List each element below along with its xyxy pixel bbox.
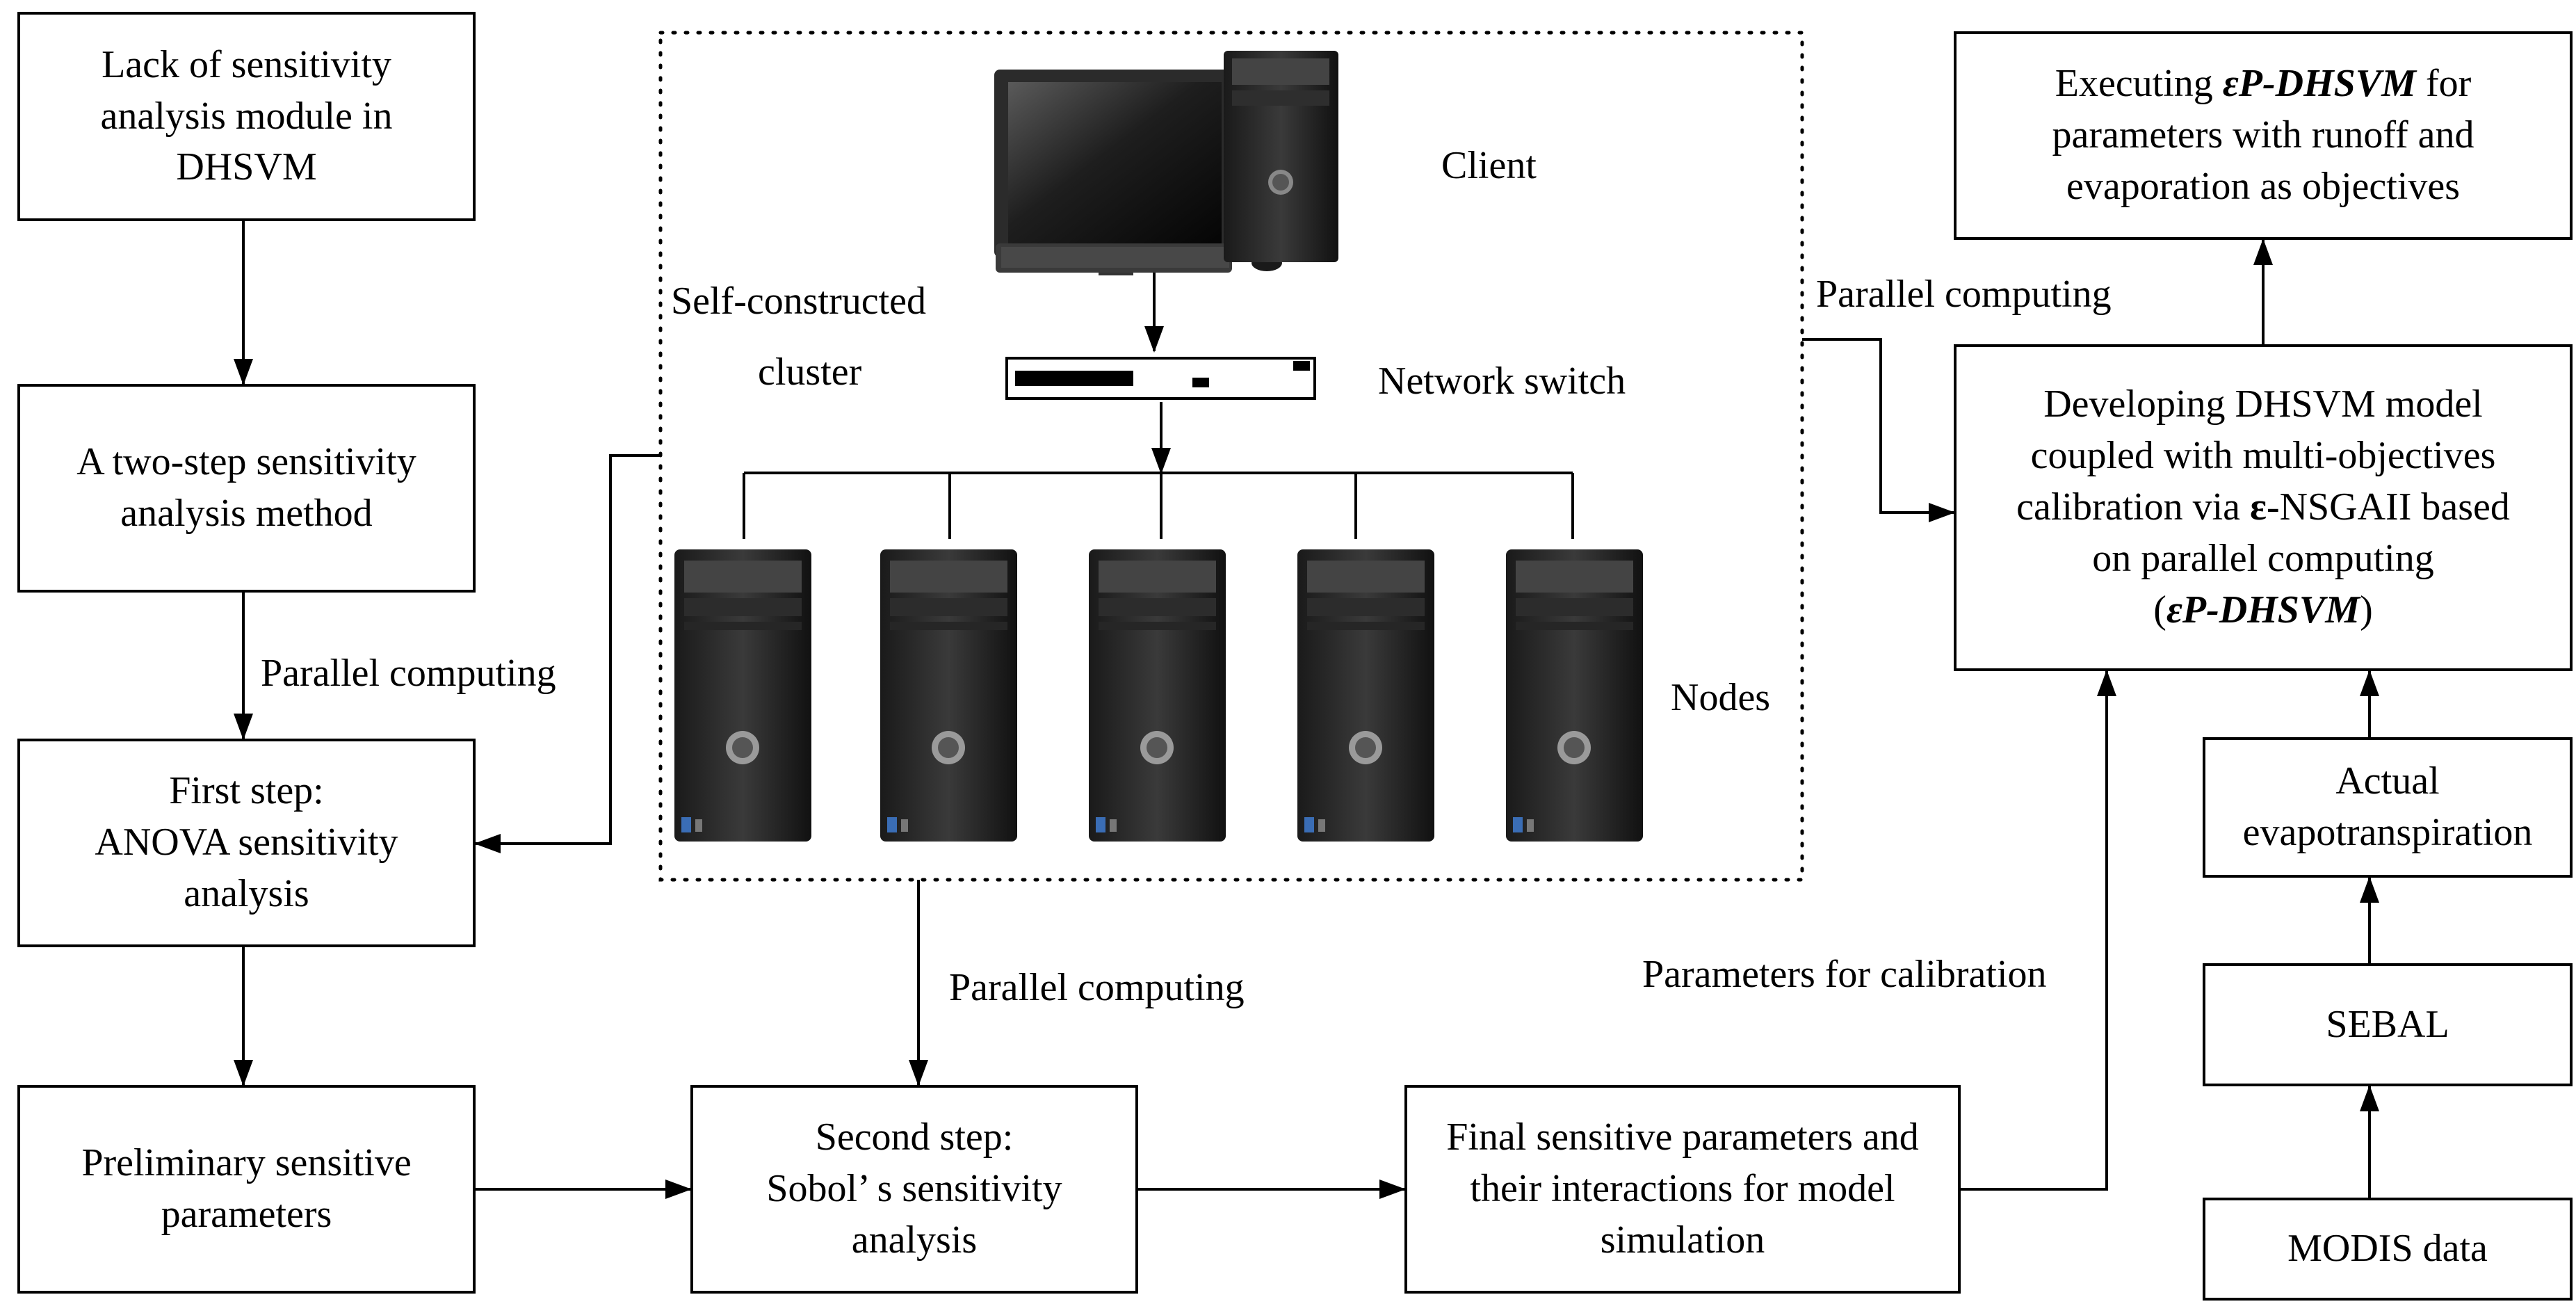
nodes-label: Nodes (1671, 676, 1771, 719)
executing-line-3: evaporation as objectives (2066, 164, 2460, 208)
preliminary-parameters-box: Preliminary sensitive parameters (17, 1085, 476, 1294)
parallel-computing-left-label: Parallel computing (261, 652, 556, 695)
developing-line-5: (εP-DHSVM) (2153, 588, 2373, 631)
executing-line-1: Executing εP-DHSVM for (2055, 62, 2472, 106)
parallel-computing-right-label: Parallel computing (1816, 273, 2112, 316)
two-step-line-1: A two-step sensitivity (76, 440, 416, 484)
client-label: Client (1441, 144, 1537, 187)
parallel-computing-center-label: Parallel computing (949, 966, 1245, 1009)
executing-line-2: parameters with runoff and (2052, 113, 2474, 157)
two-step-line-2: analysis method (120, 492, 373, 535)
two-step-method-box: A two-step sensitivity analysis method (17, 384, 476, 593)
lack-of-sensitivity-box: Lack of sensitivity analysis module in D… (17, 12, 476, 221)
lack-line-3: DHSVM (176, 145, 317, 189)
arrow-cluster-to-first (474, 454, 661, 853)
developing-line-2: coupled with multi-objectives (2030, 434, 2496, 478)
developing-line-1: Developing DHSVM model (2043, 383, 2483, 426)
network-switch-label: Network switch (1378, 360, 1626, 403)
sebal-box: SEBAL (2203, 963, 2573, 1086)
final-parameters-box: Final sensitive parameters and their int… (1404, 1085, 1961, 1294)
actual-et-line-2: evapotranspiration (2242, 811, 2533, 854)
second-step-line-2: Sobol’ s sensitivity (766, 1167, 1062, 1211)
modis-label: MODIS data (2287, 1227, 2488, 1271)
executing-box: Executing εP-DHSVM for parameters with r… (1954, 31, 2573, 240)
lack-line-1: Lack of sensitivity (102, 42, 391, 86)
first-step-line-3: analysis (184, 871, 309, 915)
second-step-line-3: analysis (851, 1218, 978, 1262)
second-step-line-1: Second step: (815, 1116, 1014, 1159)
tower-pc-icon (1224, 51, 1338, 262)
developing-model-box: Developing DHSVM model coupled with mult… (1954, 344, 2573, 671)
developing-line-4: on parallel computing (2092, 536, 2434, 580)
cluster-label-line-1: Self-constructed (671, 280, 926, 323)
final-line-3: simulation (1600, 1218, 1765, 1262)
first-step-line-1: First step: (169, 769, 324, 813)
arrow-cluster-to-developing (1802, 338, 1955, 522)
lack-line-2: analysis module in (100, 94, 393, 138)
desktop-computer-icon (994, 70, 1282, 275)
first-step-line-2: ANOVA sensitivity (95, 821, 398, 864)
actual-et-line-1: Actual (2335, 759, 2440, 803)
node-tower-icon (674, 549, 811, 842)
preliminary-line-1: Preliminary sensitive (81, 1141, 412, 1185)
node-tower-icon (880, 549, 1017, 842)
network-switch-icon (1005, 357, 1316, 400)
modis-data-box: MODIS data (2203, 1198, 2573, 1301)
node-tower-icon (1089, 549, 1226, 842)
node-tower-icon (1297, 549, 1434, 842)
cluster-label-line-2: cluster (758, 351, 862, 394)
actual-et-box: Actual evapotranspiration (2203, 737, 2573, 878)
developing-line-3: calibration via ε-NSGAII based (2016, 485, 2510, 529)
node-tower-icon (1506, 549, 1643, 842)
final-line-1: Final sensitive parameters and (1446, 1116, 1919, 1159)
second-step-box: Second step: Sobol’ s sensitivity analys… (690, 1085, 1138, 1294)
sebal-label: SEBAL (2326, 1002, 2449, 1046)
preliminary-line-2: parameters (161, 1193, 332, 1236)
parameters-for-calibration-label: Parameters for calibration (1642, 953, 2047, 996)
first-step-box: First step: ANOVA sensitivity analysis (17, 739, 476, 947)
final-line-2: their interactions for model (1470, 1167, 1895, 1211)
arrow-final-to-developing (1961, 670, 2116, 1191)
